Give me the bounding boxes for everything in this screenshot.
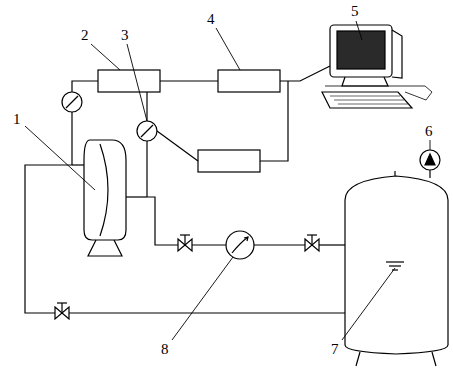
callout-number: 1 <box>12 112 22 127</box>
pipes <box>25 165 345 313</box>
callout-number: 8 <box>160 342 170 357</box>
valve-symbol <box>55 235 319 319</box>
callout-number: 4 <box>206 12 216 27</box>
pressure-gauge <box>62 92 82 165</box>
signal-box <box>218 70 280 92</box>
computer-icon <box>322 25 432 108</box>
tank <box>345 150 448 366</box>
signal-wires <box>72 66 330 161</box>
callout-number: 3 <box>120 28 130 43</box>
leader-lines <box>25 21 430 340</box>
signal-box <box>98 70 160 92</box>
callout-number: 5 <box>350 4 360 19</box>
callout-number: 2 <box>80 28 90 43</box>
callout-number: 6 <box>424 124 434 139</box>
callout-number: 7 <box>330 342 340 357</box>
flowmeter-symbol <box>226 231 254 259</box>
pressure-gauge <box>137 121 157 197</box>
pump-symbol <box>72 140 147 256</box>
signal-box <box>198 150 260 172</box>
